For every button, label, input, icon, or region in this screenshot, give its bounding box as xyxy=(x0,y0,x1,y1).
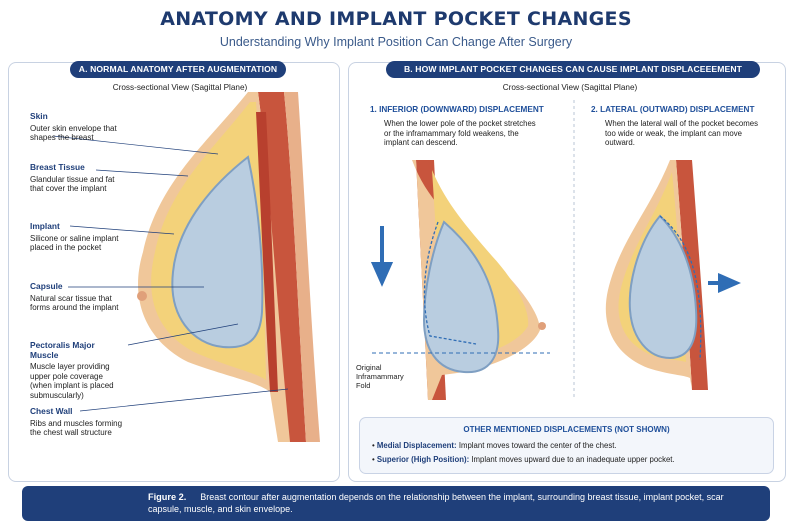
normal-anatomy-illustration xyxy=(52,92,320,442)
implant-shape xyxy=(171,155,264,349)
inferior-title: 1. INFERIOR (DOWNWARD) DISPLACEMENT xyxy=(370,105,544,114)
bullet-icon: • xyxy=(372,441,377,450)
page-title: ANATOMY AND IMPLANT POCKET CHANGES xyxy=(160,8,632,30)
panel-a-title: A. NORMAL ANATOMY AFTER AUGMENTATION xyxy=(70,61,286,78)
other-displacements-title: OTHER MENTIONED DISPLACEMENTS (NOT SHOWN… xyxy=(463,425,670,434)
chest-wall-leader xyxy=(79,388,289,412)
down-arrow xyxy=(370,226,394,287)
rib-layer xyxy=(284,92,320,442)
page-subtitle: Understanding Why Implant Position Can C… xyxy=(219,35,573,49)
caption-text: Breast contour after augmentation depend… xyxy=(148,492,724,514)
panel-b-title: B. HOW IMPLANT POCKET CHANGES CAN CAUSE … xyxy=(386,61,760,78)
panel-a-view-label: Cross-sectional View (Sagittal Plane) xyxy=(112,83,248,92)
lateral-description: When the lateral wall of the pocket beco… xyxy=(605,119,758,148)
figure-caption: Figure 2.Breast contour after augmentati… xyxy=(22,486,770,521)
medial-displacement-item: • Medial Displacement: Implant moves tow… xyxy=(372,441,617,450)
right-arrow xyxy=(708,272,741,294)
breast-tissue-leader xyxy=(95,169,189,177)
inferior-original-pocket xyxy=(423,221,477,345)
nipple-shape xyxy=(137,291,147,301)
other-displacements-box: OTHER MENTIONED DISPLACEMENTS (NOT SHOWN… xyxy=(359,417,774,474)
lateral-displacement-illustration xyxy=(605,160,741,390)
divider-line xyxy=(573,100,575,400)
implant-leader xyxy=(69,225,175,235)
lateral-pocket-outline xyxy=(659,215,702,361)
chest-wall-shape xyxy=(258,92,306,442)
bullet-icon: • xyxy=(372,455,377,464)
inferior-nipple xyxy=(538,322,546,330)
pectoralis-muscle-shape xyxy=(256,112,278,392)
lateral-implant xyxy=(628,214,698,360)
caption-label: Figure 2. xyxy=(148,492,187,502)
panel-b xyxy=(348,62,786,482)
pectoralis-leader xyxy=(127,323,239,346)
panel-b-view-label: Cross-sectional View (Sagittal Plane) xyxy=(502,83,638,92)
inferior-displacement-illustration xyxy=(370,160,550,400)
skin-leader xyxy=(52,135,219,155)
inferior-implant xyxy=(422,220,500,374)
inferior-fold-label: Original Inframammary Fold xyxy=(356,363,404,390)
lateral-title: 2. LATERAL (OUTWARD) DISPLACEMENT xyxy=(591,105,755,114)
inferior-description: When the lower pole of the pocket stretc… xyxy=(384,119,536,148)
superior-displacement-item: • Superior (High Position): Implant move… xyxy=(372,455,675,464)
